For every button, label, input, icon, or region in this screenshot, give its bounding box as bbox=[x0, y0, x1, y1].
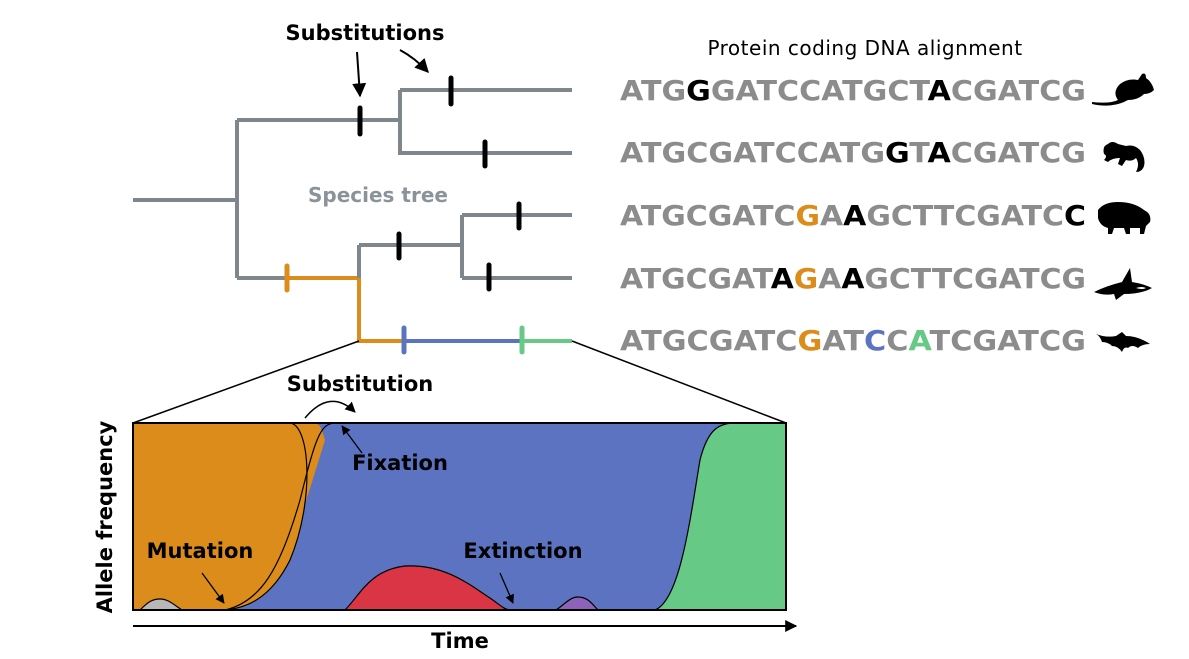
sequence-segment: TCGATCG bbox=[930, 324, 1086, 357]
sequence-segment: C bbox=[886, 324, 908, 357]
sequence-segment: A bbox=[818, 262, 841, 295]
substitution-ticks bbox=[284, 75, 525, 355]
sequence-segment: A bbox=[841, 262, 864, 295]
zoom-line-left bbox=[132, 340, 360, 424]
orange-blue-boundary bbox=[224, 423, 336, 610]
sequence-segment: AT bbox=[822, 324, 864, 357]
substitutions-arrow bbox=[399, 49, 429, 74]
sequence-segment: A bbox=[928, 74, 952, 107]
sequence-segment: G bbox=[798, 324, 823, 357]
mutation-label: Mutation bbox=[147, 539, 254, 563]
sequence-segment: CGATCG bbox=[951, 136, 1086, 169]
boar-icon bbox=[1098, 202, 1151, 234]
alignment-title: Protein coding DNA alignment bbox=[707, 36, 1022, 60]
sequence-segment: G bbox=[794, 262, 818, 295]
sequence-segment: C bbox=[864, 324, 886, 357]
sequence-segment: A bbox=[843, 199, 867, 232]
y-axis-label: Allele frequency bbox=[93, 420, 117, 613]
species-tree-label: Species tree bbox=[308, 183, 448, 207]
sequence-segment: A bbox=[927, 136, 951, 169]
substitution-label: Substitution bbox=[287, 372, 433, 396]
substitutions-arrow bbox=[352, 51, 367, 98]
sequence-segment: A bbox=[771, 262, 794, 295]
extinction-label: Extinction bbox=[463, 539, 582, 563]
fixation-arrow bbox=[341, 425, 363, 454]
purple-allele-area bbox=[554, 596, 599, 610]
sequence-segment: ATGCGATCCATG bbox=[620, 136, 885, 169]
sequence-segment: GCTTCGATC bbox=[866, 199, 1064, 232]
bat-icon bbox=[1096, 332, 1150, 352]
sequence-segment: GCTTCGATCG bbox=[864, 262, 1086, 295]
x-axis-label: Time bbox=[431, 629, 489, 653]
mutation-arrow bbox=[201, 572, 225, 604]
sequence-segment: ATGCGATC bbox=[620, 324, 798, 357]
orange-allele-area-edge bbox=[133, 423, 308, 610]
sequence-segment: A bbox=[908, 324, 932, 357]
sequence-segment: ATG bbox=[620, 74, 686, 107]
zoom-line-right bbox=[571, 340, 787, 424]
sequence-segment: T bbox=[909, 136, 929, 169]
allele-frequency-plot bbox=[132, 422, 787, 611]
substitutions-label: Substitutions bbox=[286, 21, 445, 45]
sequence-segment: GATCCATGCT bbox=[711, 74, 930, 107]
orca-icon bbox=[1094, 268, 1152, 300]
sequence-segment: G bbox=[885, 136, 909, 169]
sequence-segment: ATGCGATC bbox=[620, 199, 795, 232]
sequence-segment: G bbox=[795, 199, 820, 232]
sequence-segment: CGATCG bbox=[951, 74, 1086, 107]
tree-lower-vertical-orange bbox=[357, 278, 404, 343]
fixation-label: Fixation bbox=[352, 451, 448, 475]
sequence-segment: C bbox=[1064, 199, 1086, 232]
red-allele-area bbox=[344, 565, 511, 610]
plot-frame bbox=[132, 422, 787, 611]
sequence-segment: A bbox=[820, 199, 844, 232]
sequence-segment: ATGCGAT bbox=[620, 262, 773, 295]
substitution-arc bbox=[304, 400, 356, 419]
species-tree bbox=[133, 88, 572, 343]
extinction-arrow bbox=[499, 572, 514, 604]
monkey-icon bbox=[1103, 142, 1145, 172]
gray-allele-area bbox=[139, 598, 184, 610]
sequence-segment: G bbox=[686, 74, 711, 107]
mouse-icon bbox=[1092, 73, 1154, 106]
